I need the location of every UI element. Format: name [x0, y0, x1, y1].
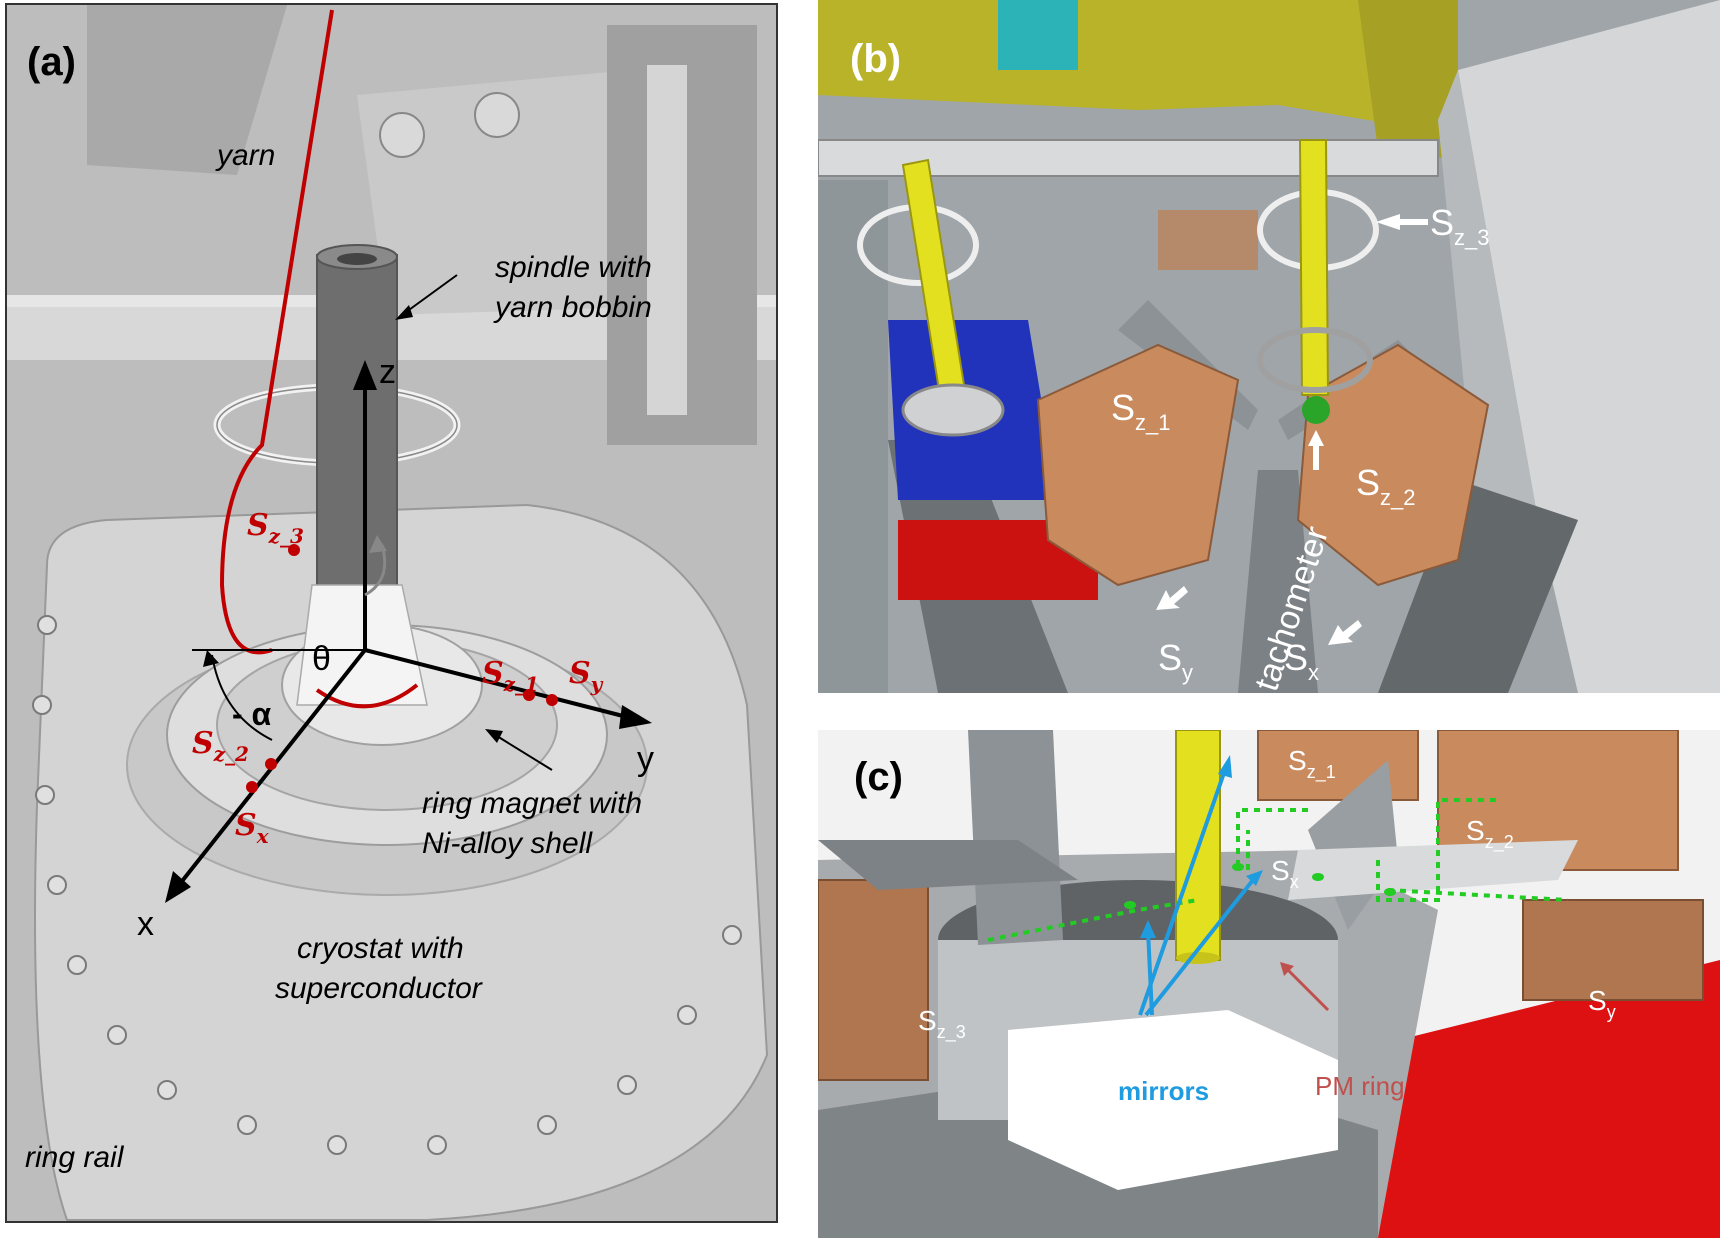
- label-ring-magnet-line1: ring magnet with: [422, 787, 642, 820]
- label-c-sz1: Sz_1: [1288, 745, 1336, 783]
- panel-a-photo: (a) yarn spindle with yarn bobbin z y x …: [5, 3, 778, 1223]
- label-ring-magnet-line2: Ni-alloy shell: [422, 827, 593, 860]
- label-c-pm-ring: PM ring: [1315, 1071, 1405, 1101]
- label-yarn: yarn: [215, 139, 275, 172]
- label-c-sz2: Sz_2: [1466, 815, 1514, 853]
- label-axis-x: x: [137, 905, 154, 943]
- sensor-dot-sx: [246, 781, 258, 793]
- panel-a-drawing: (a) yarn spindle with yarn bobbin z y x …: [7, 5, 776, 1221]
- label-b-sy: Sy: [1158, 637, 1193, 685]
- sensor-dot-sz1: [523, 689, 535, 701]
- sensor-label-sx: Sx: [235, 808, 270, 848]
- panel-b-tag: (b): [850, 37, 901, 81]
- label-axis-z: z: [379, 353, 396, 391]
- label-cryostat-line1: cryostat with: [297, 932, 464, 965]
- label-c-sx: Sx: [1271, 855, 1299, 892]
- sensor-dot-sz3: [288, 544, 300, 556]
- sensor-label-sz3: Sz_3: [247, 508, 304, 548]
- label-b-sz1: Sz_1: [1111, 387, 1171, 435]
- label-c-sy: Sy: [1588, 985, 1616, 1022]
- label-c-sz3: Sz_3: [918, 1005, 966, 1043]
- sensor-label-sz2: Sz_2: [192, 726, 249, 766]
- sensor-label-sz1: Sz_1: [482, 656, 539, 696]
- panel-c-drawing: (c) Sz_1 Sz_2 Sz_3 Sx Sy mirrors PM ring: [818, 730, 1720, 1238]
- label-alpha: - α: [232, 696, 272, 732]
- panel-c-tag: (c): [854, 755, 903, 799]
- label-spindle-line2: yarn bobbin: [493, 291, 652, 324]
- label-axis-y: y: [637, 740, 654, 778]
- sensor-dot-sy: [546, 694, 558, 706]
- panel-c-render: (c) Sz_1 Sz_2 Sz_3 Sx Sy mirrors PM ring: [818, 730, 1720, 1238]
- panel-a-tag: (a): [27, 40, 76, 84]
- label-cryostat-line2: superconductor: [275, 972, 483, 1005]
- label-b-sx: Sx: [1284, 637, 1319, 685]
- label-b-sz2: Sz_2: [1356, 462, 1416, 510]
- label-c-mirrors: mirrors: [1118, 1076, 1209, 1106]
- label-b-sz3: Sz_3: [1430, 202, 1490, 250]
- label-spindle-line1: spindle with: [495, 251, 652, 284]
- panel-b-drawing: (b) Sz_3 Sz_1 Sz_2 Sy Sx tachometer: [818, 0, 1720, 693]
- sensor-dot-sz2: [265, 758, 277, 770]
- sensor-label-sy: Sy: [569, 656, 604, 696]
- panel-b-render: (b) Sz_3 Sz_1 Sz_2 Sy Sx tachometer: [818, 0, 1720, 693]
- label-theta: θ: [312, 640, 331, 678]
- label-ring-rail: ring rail: [25, 1141, 125, 1174]
